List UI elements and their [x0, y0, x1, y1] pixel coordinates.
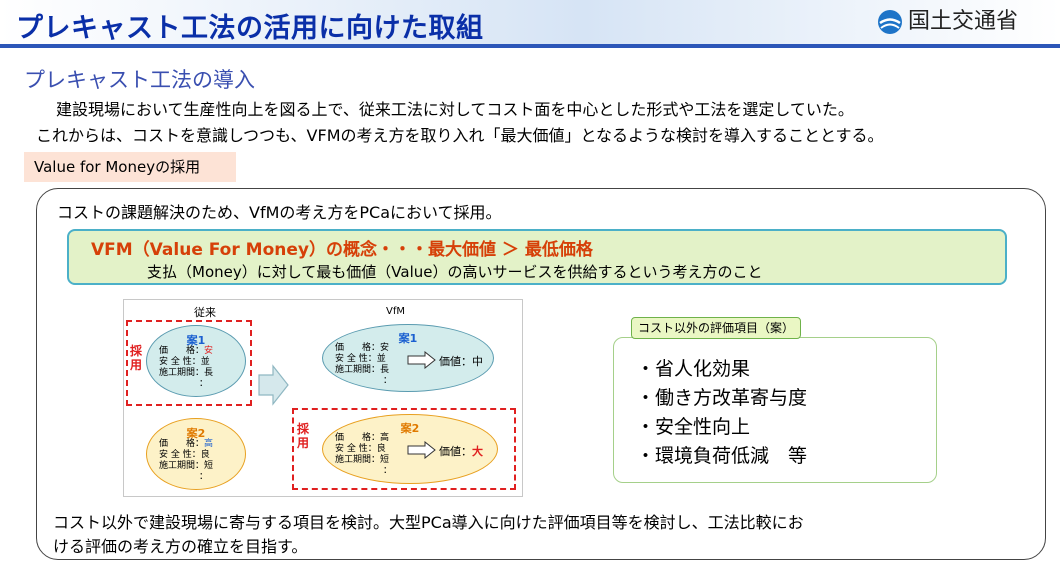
period-row: 施工期間：長: [335, 365, 390, 375]
value-label: 価値：: [439, 445, 472, 458]
closing-line-1: コスト以外で建設現場に寄与する項目を検討。大型PCa導入に向けた評価項目等を検討…: [53, 513, 804, 532]
page-title: プレキャスト工法の活用に向けた取組: [16, 13, 484, 44]
intro-line-2: これからは、コストを意識しつつも、VFMの考え方を取り入れ「最大価値」となるよう…: [36, 126, 884, 145]
plan-name: 案2: [186, 427, 206, 440]
safety-row: 安 全 性：良: [335, 444, 386, 454]
period-row: 施工期間：長: [159, 368, 214, 378]
vfm-plan1-ellipse: 案1 価 格：安 安 全 性：並 施工期間：長 ： 価値：中: [322, 324, 494, 392]
section-title: プレキャスト工法の導入: [24, 68, 255, 92]
safety-row: 安 全 性：並: [335, 354, 386, 364]
vfm-concept-box: VFM（Value For Money）の概念・・・最大価値 ＞ 最低価格 支払…: [67, 229, 1007, 285]
value-arrow-icon: [407, 351, 436, 369]
conventional-adopted-frame: [126, 320, 252, 406]
concept-description: 支払（Money）に対して最も価値（Value）の高いサービスを供給するという考…: [147, 263, 763, 281]
value-arrow-icon: [407, 441, 436, 459]
value-label: 価値：: [439, 355, 472, 368]
closing-line-2: ける評価の考え方の確立を目指す。: [53, 537, 308, 556]
conventional-plan2-ellipse: 案2 価 格：高 安 全 性：良 施工期間：短 ：: [146, 418, 246, 490]
plan-name: 案2: [400, 422, 420, 435]
price-label: 価 格：: [159, 439, 205, 449]
price-row: 価 格：高: [159, 439, 213, 450]
ellipsis-dots: ：: [383, 376, 393, 386]
vfm-plan2-ellipse: 案2 価 格：高 安 全 性：良 施工期間：短 ： 価値：大: [322, 414, 498, 484]
price-row: 価 格：安: [335, 343, 390, 353]
criteria-box: ・省人化効果 ・働き方改革寄与度 ・安全性向上 ・環境負荷低減 等: [613, 337, 937, 483]
price-value: 安: [204, 346, 214, 356]
conventional-plan1-ellipse: 案1 価 格：安 安 全 性：並 施工期間：長 ：: [146, 325, 246, 397]
main-panel: コストの課題解決のため、VfMの考え方をPCaにおいて採用。 VFM（Value…: [36, 188, 1046, 560]
mlit-logo-icon: [878, 10, 902, 34]
panel-intro: コストの課題解決のため、VfMの考え方をPCaにおいて採用。: [57, 203, 502, 222]
conventional-adopted-label: 採用: [129, 344, 142, 372]
value-result: 中: [472, 355, 483, 368]
safety-row: 安 全 性：良: [159, 450, 210, 460]
value-result: 大: [472, 445, 483, 458]
criteria-item: ・安全性向上: [636, 416, 751, 438]
logo-text: 国土交通省: [908, 9, 1019, 34]
vfm-header: VfM: [386, 306, 405, 317]
criteria-item: ・省人化効果: [636, 358, 751, 380]
vfm-tag: Value for Moneyの採用: [24, 152, 236, 182]
intro-line-1: 建設現場において生産性向上を図る上で、従来工法に対してコスト面を中心とした形式や…: [56, 100, 854, 119]
safety-row: 安 全 性：並: [159, 357, 210, 367]
period-row: 施工期間：短: [335, 455, 390, 465]
mlit-logo: 国土交通省: [876, 8, 1056, 38]
value-row: 価値：中: [439, 353, 483, 369]
value-row: 価値：大: [439, 443, 483, 459]
concept-heading: VFM（Value For Money）の概念・・・最大価値 ＞ 最低価格: [91, 240, 593, 260]
price-value: 高: [204, 439, 214, 449]
price-row: 価 格：高: [335, 433, 390, 443]
vfm-adopted-label: 採用: [296, 422, 309, 450]
vfm-adopted-frame: [292, 408, 516, 490]
period-row: 施工期間：短: [159, 461, 214, 471]
plan-name: 案1: [398, 332, 418, 345]
ellipsis-dots: ：: [199, 379, 209, 389]
criteria-tag: コスト以外の評価項目（案）: [631, 317, 802, 339]
conventional-header: 従来: [194, 306, 216, 319]
ellipsis-dots: ：: [199, 472, 209, 482]
ellipsis-dots: ：: [383, 466, 393, 476]
price-label: 価 格：: [159, 346, 205, 356]
plan-name: 案1: [186, 334, 206, 347]
price-row: 価 格：安: [159, 346, 213, 357]
criteria-item: ・環境負荷低減 等: [636, 445, 808, 467]
transition-arrow-icon: [258, 364, 289, 406]
criteria-item: ・働き方改革寄与度: [636, 387, 808, 409]
comparison-diagram: 従来 VfM 採用 案1 価 格：安 安 全 性：並 施工期間：長 ： 案2 価…: [123, 299, 523, 497]
